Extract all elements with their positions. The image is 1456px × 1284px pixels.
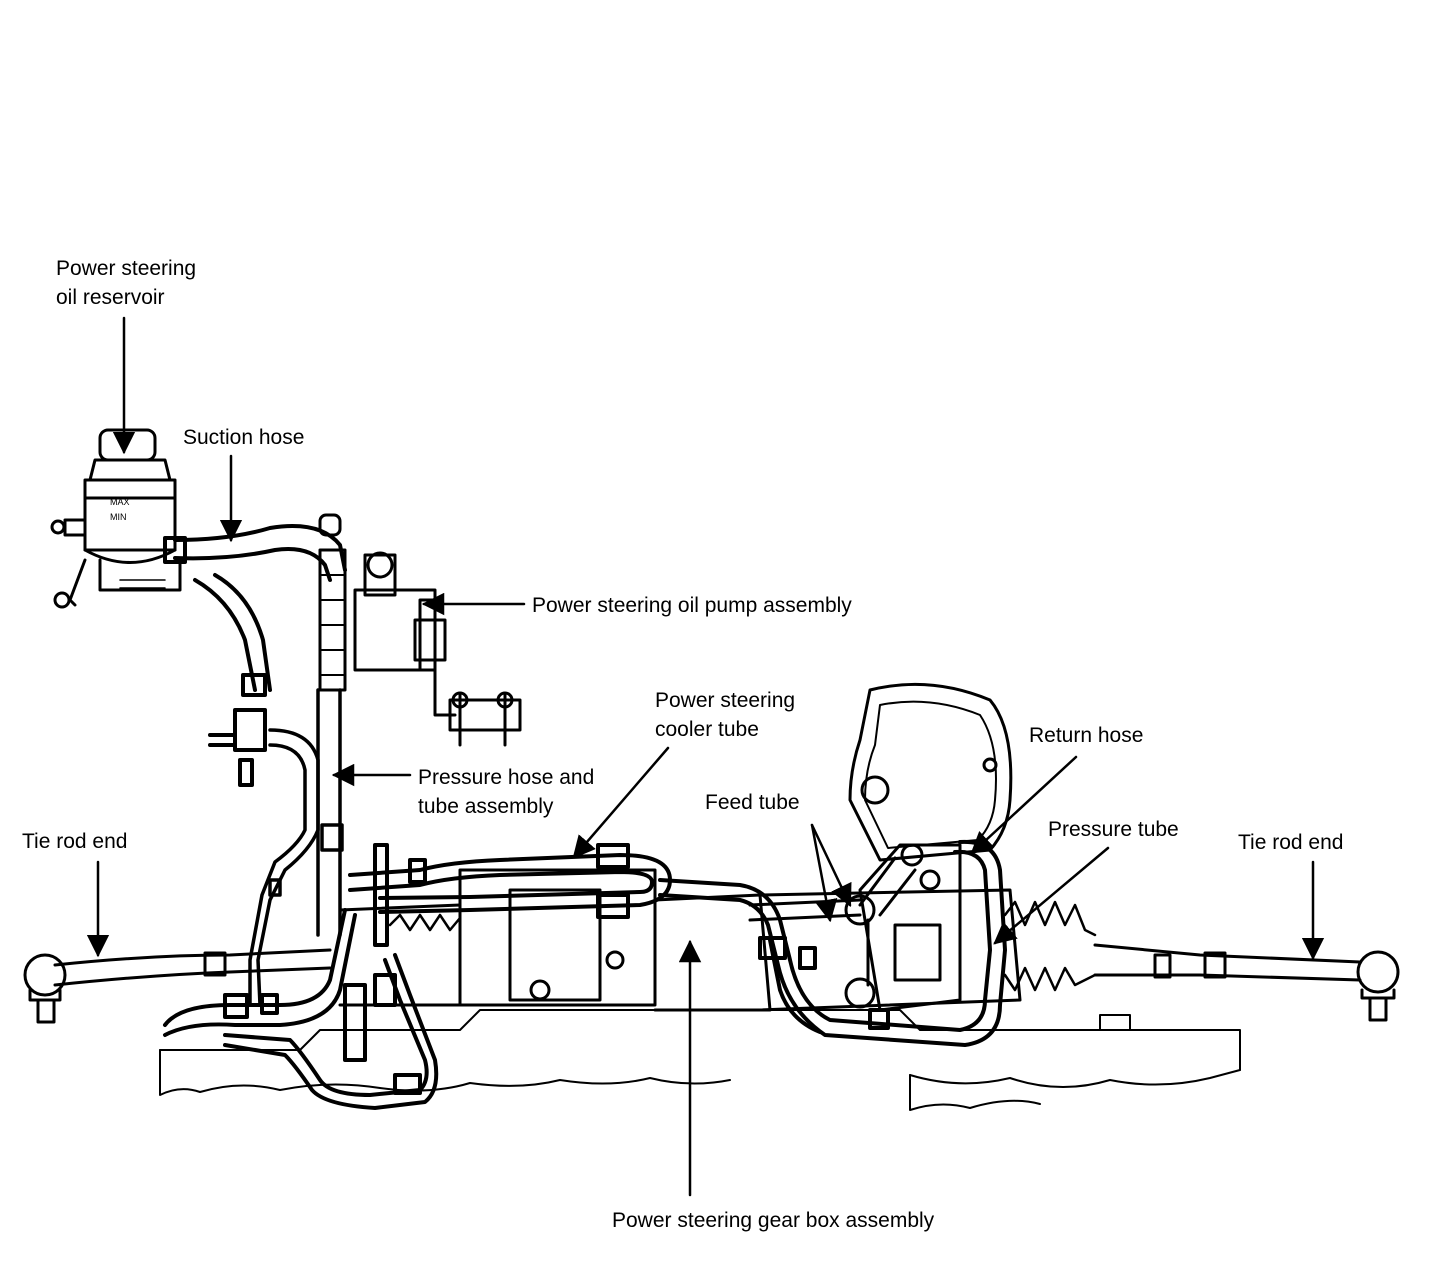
return-hose-arrow	[970, 755, 1078, 855]
label-cooler-tube: Power steering cooler tube	[655, 686, 795, 744]
feed-tube-arrow-b	[810, 823, 852, 908]
label-oil-reservoir-line2: oil reservoir	[56, 286, 165, 309]
label-oil-reservoir: Power steering oil reservoir	[56, 254, 196, 312]
label-tie-rod-left: Tie rod end	[22, 830, 128, 853]
label-pressure-hose-line1: Pressure hose and	[418, 766, 595, 789]
label-oil-reservoir-line1: Power steering	[56, 257, 197, 280]
tie-rod-left	[23, 948, 332, 1024]
label-pressure-hose: Pressure hose and tube assembly	[418, 763, 594, 821]
feed-tubes	[658, 839, 1007, 1047]
label-gear-box: Power steering gear box assembly	[612, 1209, 935, 1232]
label-pressure-tube: Pressure tube	[1048, 818, 1179, 841]
label-feed-tube: Feed tube	[705, 791, 800, 814]
label-cooler-tube-line1: Power steering	[655, 689, 796, 712]
gear-box-valve	[844, 843, 962, 1012]
tie-rod-right	[1093, 943, 1400, 1022]
engine-cover	[848, 682, 1013, 862]
reservoir-mark-max: MAX	[110, 497, 130, 507]
reservoir-return-hose	[193, 573, 272, 787]
reservoir-mark-min: MIN	[110, 512, 127, 522]
cooler-tube-arrow	[572, 746, 670, 859]
label-pressure-hose-line2: tube assembly	[418, 795, 554, 818]
rack-boots	[388, 900, 1097, 992]
feed-tube-arrow-a	[810, 823, 838, 923]
cooler-tube	[348, 843, 672, 919]
label-tie-rod-right: Tie rod end	[1238, 831, 1344, 854]
leader-arrows	[86, 316, 1325, 1197]
label-cooler-tube-line2: cooler tube	[655, 718, 759, 741]
rack-housing	[338, 868, 1022, 1012]
lower-hoses	[163, 843, 439, 1110]
pressure-tube-arrow	[993, 846, 1110, 945]
label-return-hose: Return hose	[1029, 724, 1144, 747]
suction-hose	[163, 524, 347, 582]
label-suction-hose: Suction hose	[183, 426, 305, 449]
oil-pump	[318, 513, 522, 747]
pressure-hose	[248, 688, 344, 1007]
subframe	[159, 1009, 1241, 1111]
label-oil-pump: Power steering oil pump assembly	[532, 594, 852, 617]
